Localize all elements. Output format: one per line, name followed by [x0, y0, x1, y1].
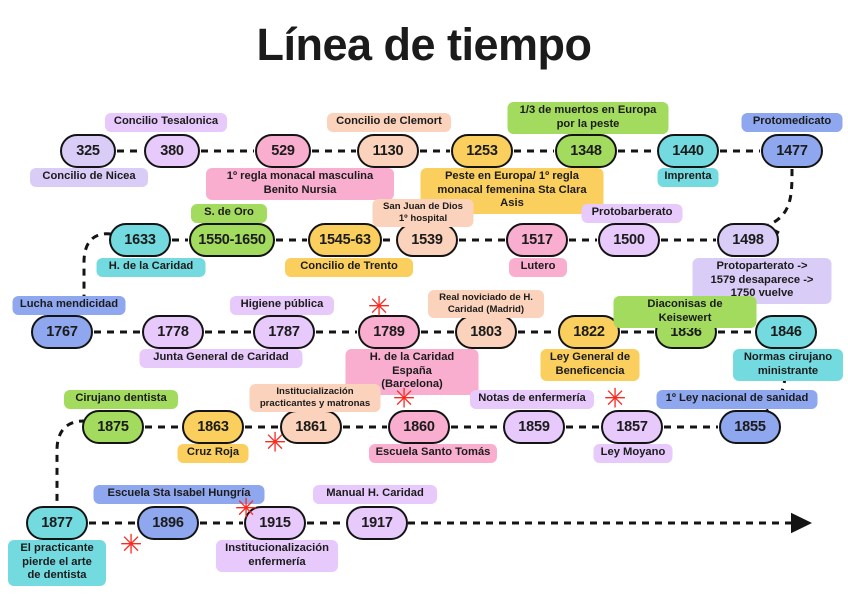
caption-above-1861: Institucialización practicantes y matron…	[249, 384, 381, 412]
timeline-node-325[interactable]: 325	[60, 134, 116, 168]
caption-below-1545-63: Concilio de Trento	[285, 258, 413, 277]
timeline-node-1477[interactable]: 1477	[761, 134, 823, 168]
caption-below-1863: Cruz Roja	[177, 444, 249, 463]
timeline-node-380[interactable]: 380	[144, 134, 200, 168]
timeline-node-1875[interactable]: 1875	[82, 410, 144, 444]
asterisk-1896-icon: ✳	[119, 529, 143, 561]
page-title: Línea de tiempo	[256, 19, 592, 70]
timeline-node-1789[interactable]: 1789	[358, 315, 420, 349]
timeline-node-1767[interactable]: 1767	[31, 315, 93, 349]
timeline-node-1787[interactable]: 1787	[253, 315, 315, 349]
timeline-node-1633[interactable]: 1633	[109, 223, 171, 257]
caption-above-1855: 1º Ley nacional de sanidad	[656, 390, 818, 409]
caption-above-1348: 1/3 de muertos en Europa por la peste	[507, 102, 669, 135]
asterisk-1789-icon: ✳	[367, 291, 391, 323]
timeline-node-1348[interactable]: 1348	[555, 134, 617, 168]
caption-above-1130: Concilio de Clemort	[327, 113, 451, 132]
caption-below-1440: Imprenta	[657, 168, 719, 187]
timeline-node-1822[interactable]: 1822	[558, 315, 620, 349]
caption-above-1917: Manual H. Caridad	[313, 485, 437, 504]
timeline-node-1861[interactable]: 1861	[280, 410, 342, 444]
timeline-node-1440[interactable]: 1440	[657, 134, 719, 168]
caption-below-529: 1º regla monacal masculina Benito Nursia	[206, 168, 394, 201]
caption-above-1477: Protomedicato	[741, 113, 843, 132]
caption-above-380: Concilio Tesalonica	[105, 113, 227, 132]
timeline-node-1915[interactable]: 1915	[244, 506, 306, 540]
asterisk-1860-icon: ✳	[392, 383, 416, 415]
timeline-node-1896[interactable]: 1896	[137, 506, 199, 540]
caption-above-1896: Escuela Sta Isabel Hungría	[93, 485, 265, 504]
timeline-node-1917[interactable]: 1917	[346, 506, 408, 540]
timeline-node-1846[interactable]: 1846	[755, 315, 817, 349]
caption-above-1787: Higiene pública	[230, 296, 334, 315]
caption-below-1822: Ley General de Beneficencia	[540, 349, 640, 382]
caption-below-1877: El practicante pierde el arte de dentist…	[8, 540, 106, 586]
asterisk-1857-icon: ✳	[603, 383, 627, 415]
timeline-node-1877[interactable]: 1877	[26, 506, 88, 540]
timeline-node-1860[interactable]: 1860	[388, 410, 450, 444]
caption-below-1846: Normas cirujano ministrante	[733, 349, 843, 382]
caption-above-1859: Notas de enfermería	[470, 390, 594, 409]
timeline-node-1130[interactable]: 1130	[357, 134, 419, 168]
timeline-node-529[interactable]: 529	[255, 134, 311, 168]
caption-below-325: Concilio de Nicea	[30, 168, 148, 187]
timeline-node-1550-1650[interactable]: 1550-1650	[189, 223, 275, 257]
timeline-node-1855[interactable]: 1855	[719, 410, 781, 444]
timeline-node-1863[interactable]: 1863	[182, 410, 244, 444]
asterisk-1915-icon: ✳	[234, 493, 258, 525]
caption-above-1836: Diaconisas de Keisewert	[613, 296, 757, 329]
caption-above-1875: Cirujano dentista	[64, 390, 178, 409]
timeline-node-1803[interactable]: 1803	[455, 315, 517, 349]
caption-above-1539: San Juan de Dios 1º hospital	[372, 199, 474, 227]
caption-below-1778: Junta General de Caridad	[139, 349, 303, 368]
caption-below-1915: Institucionalización enfermería	[216, 540, 338, 573]
caption-below-1517: Lutero	[509, 258, 567, 277]
timeline-node-1778[interactable]: 1778	[142, 315, 204, 349]
caption-below-1860: Escuela Santo Tomás	[369, 444, 497, 463]
timeline-node-1857[interactable]: 1857	[601, 410, 663, 444]
caption-above-1550-1650: S. de Oro	[191, 204, 267, 223]
asterisk-1861-icon: ✳	[263, 427, 287, 459]
timeline-node-1539[interactable]: 1539	[396, 223, 458, 257]
timeline-node-1498[interactable]: 1498	[717, 223, 779, 257]
caption-below-1857: Ley Moyano	[593, 444, 673, 463]
caption-above-1500: Protobarberato	[581, 204, 683, 223]
timeline-node-1545-63[interactable]: 1545-63	[308, 223, 382, 257]
caption-above-1803: Real noviciado de H. Caridad (Madrid)	[428, 290, 544, 318]
timeline-node-1500[interactable]: 1500	[598, 223, 660, 257]
timeline-node-1517[interactable]: 1517	[506, 223, 568, 257]
caption-above-1767: Lucha mendicidad	[12, 296, 126, 315]
timeline-node-1253[interactable]: 1253	[451, 134, 513, 168]
timeline-node-1859[interactable]: 1859	[503, 410, 565, 444]
caption-below-1633: H. de la Caridad	[96, 258, 206, 277]
